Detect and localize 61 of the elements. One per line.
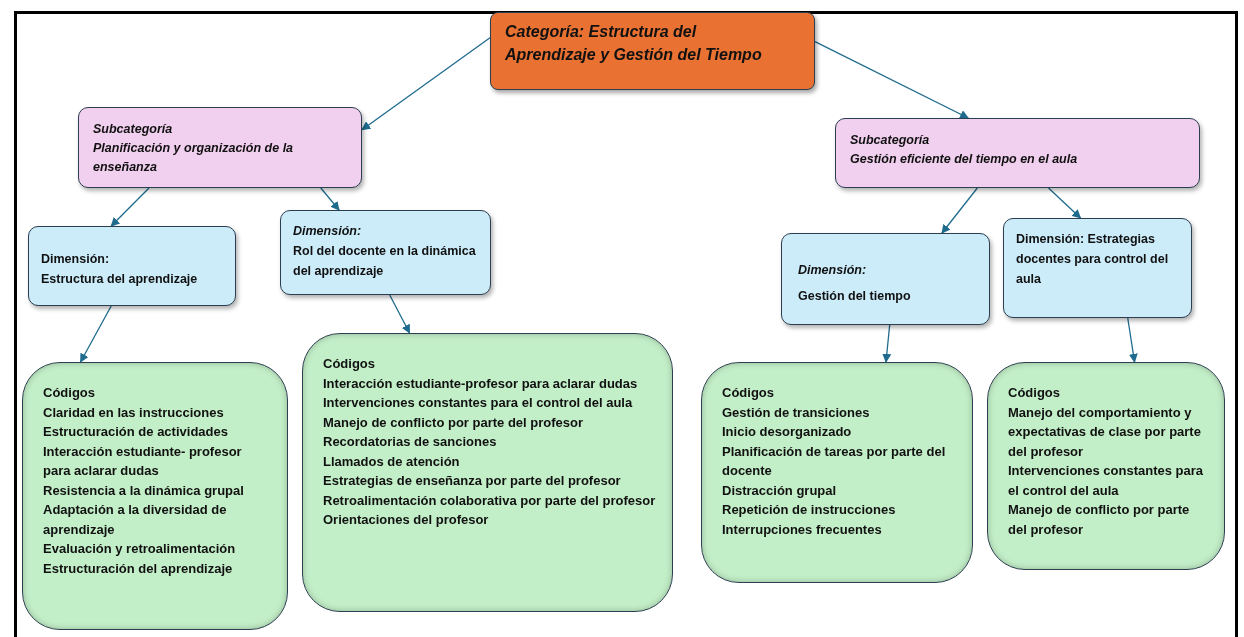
node-text: Estructura del aprendizaje — [41, 271, 199, 288]
code-item: Resistencia a la dinámica grupal — [43, 481, 245, 500]
code-item: Interacción estudiante- profesor para aclarar dudas — [43, 442, 243, 480]
node-text: Gestión del tiempo — [798, 288, 912, 305]
code-item: Manejo del comportamiento y expectativas de clase por parte del profesor — [1008, 403, 1202, 461]
code-item: Estructuración del aprendizaje — [43, 559, 234, 578]
node-text: Dimensión: Estrategias docentes para control del aula — [1016, 231, 1170, 288]
code-item: Claridad en las instrucciones — [43, 403, 225, 422]
code-item: Planificación de tareas por parte del docente — [722, 442, 947, 480]
codes-heading: Códigos — [323, 355, 376, 373]
node-heading: Subcategoría — [93, 121, 174, 138]
arrow — [110, 187, 150, 227]
arrow — [1047, 187, 1082, 219]
code-item: Interrupciones frecuentes — [722, 520, 883, 539]
arrow — [941, 187, 978, 234]
arrow — [79, 305, 112, 363]
code-item: Intervenciones constantes para el control del aula — [1008, 462, 1205, 500]
code-item: Repetición de instrucciones — [722, 501, 897, 519]
category-box — [490, 12, 815, 90]
code-item: Estrategias de enseñanza por parte del profesor — [323, 472, 622, 490]
dimension-box — [781, 233, 990, 325]
node-text: Rol del docente en la dinámica del aprendizaje — [293, 243, 477, 280]
code-item: Estructuración de actividades — [43, 423, 229, 441]
codes-heading: Códigos — [722, 384, 775, 402]
arrow — [814, 41, 970, 119]
code-item: Manejo de conflicto por parte del profesor — [323, 413, 585, 432]
codes-box — [987, 362, 1225, 570]
node-heading: Dimensión: — [798, 262, 868, 279]
codes-box — [302, 333, 673, 612]
arrow — [361, 37, 491, 131]
dimension-box — [1003, 218, 1192, 318]
arrow — [1127, 317, 1138, 363]
code-item: Orientaciones del profesor — [323, 511, 490, 529]
code-item: Inicio desorganizado — [722, 423, 853, 441]
codes-heading: Códigos — [1008, 384, 1061, 402]
code-item: Intervenciones constantes para el control del aula — [323, 394, 634, 412]
code-item: Distracción grupal — [722, 481, 838, 500]
code-item: Evaluación y retroalimentación — [43, 540, 237, 558]
code-item: Recordatorias de sanciones — [323, 433, 498, 451]
subcategory-box — [835, 118, 1200, 188]
arrow — [882, 324, 892, 363]
arrow — [389, 294, 411, 334]
code-item: Manejo de conflicto por parte del profesor — [1008, 501, 1191, 539]
node-heading: Dimensión: — [293, 223, 363, 240]
code-item: Interacción estudiante-profesor para aclarar dudas — [323, 374, 639, 393]
node-heading: Dimensión: — [41, 251, 111, 268]
codes-heading: Códigos — [43, 384, 96, 402]
node-text: Categoría: Estructura del Aprendizaje y Gestión del Tiempo — [505, 22, 763, 65]
arrow — [320, 187, 340, 211]
node-text: Planificación y organización de la enseñanza — [93, 140, 295, 176]
code-item: Gestión de transiciones — [722, 403, 871, 422]
dimension-box — [28, 226, 236, 306]
subcategory-box — [78, 107, 362, 188]
codes-box — [22, 362, 288, 630]
dimension-box — [280, 210, 491, 295]
code-item: Llamados de atención — [323, 452, 461, 471]
code-item: Retroalimentación colaborativa por parte del profesor — [323, 491, 656, 510]
node-heading: Subcategoría — [850, 132, 931, 149]
codes-box — [701, 362, 973, 583]
node-text: Gestión eficiente del tiempo en el aula — [850, 151, 1079, 168]
code-item: Adaptación a la diversidad de aprendizaje — [43, 501, 228, 539]
